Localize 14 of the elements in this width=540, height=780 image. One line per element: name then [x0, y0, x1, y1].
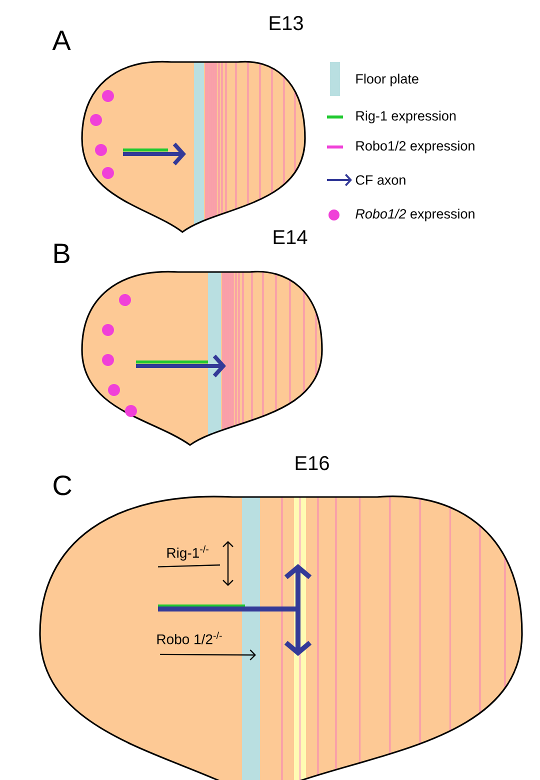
legend-text: Floor plate [356, 74, 418, 86]
stage-label: E16 [296, 456, 329, 470]
stage-label: E14 [274, 230, 308, 244]
panel-letter: A [52, 30, 71, 50]
legend-text: CF axon [356, 175, 406, 185]
legend-text: Robo1/2 expression [356, 208, 474, 222]
arrow [250, 650, 256, 660]
legend-text: Robo1/2 expression [356, 140, 474, 154]
legend-text: Rig-1 expression [356, 110, 456, 124]
mutant-label: Rig-1$^{-/-}$ [167, 545, 208, 561]
mutant-label: Robo 1/2$^{-/-}$ [157, 632, 222, 644]
panel-letter: B [54, 244, 70, 263]
panel-letter: C [54, 475, 72, 496]
stage-label: E13 [270, 16, 303, 30]
